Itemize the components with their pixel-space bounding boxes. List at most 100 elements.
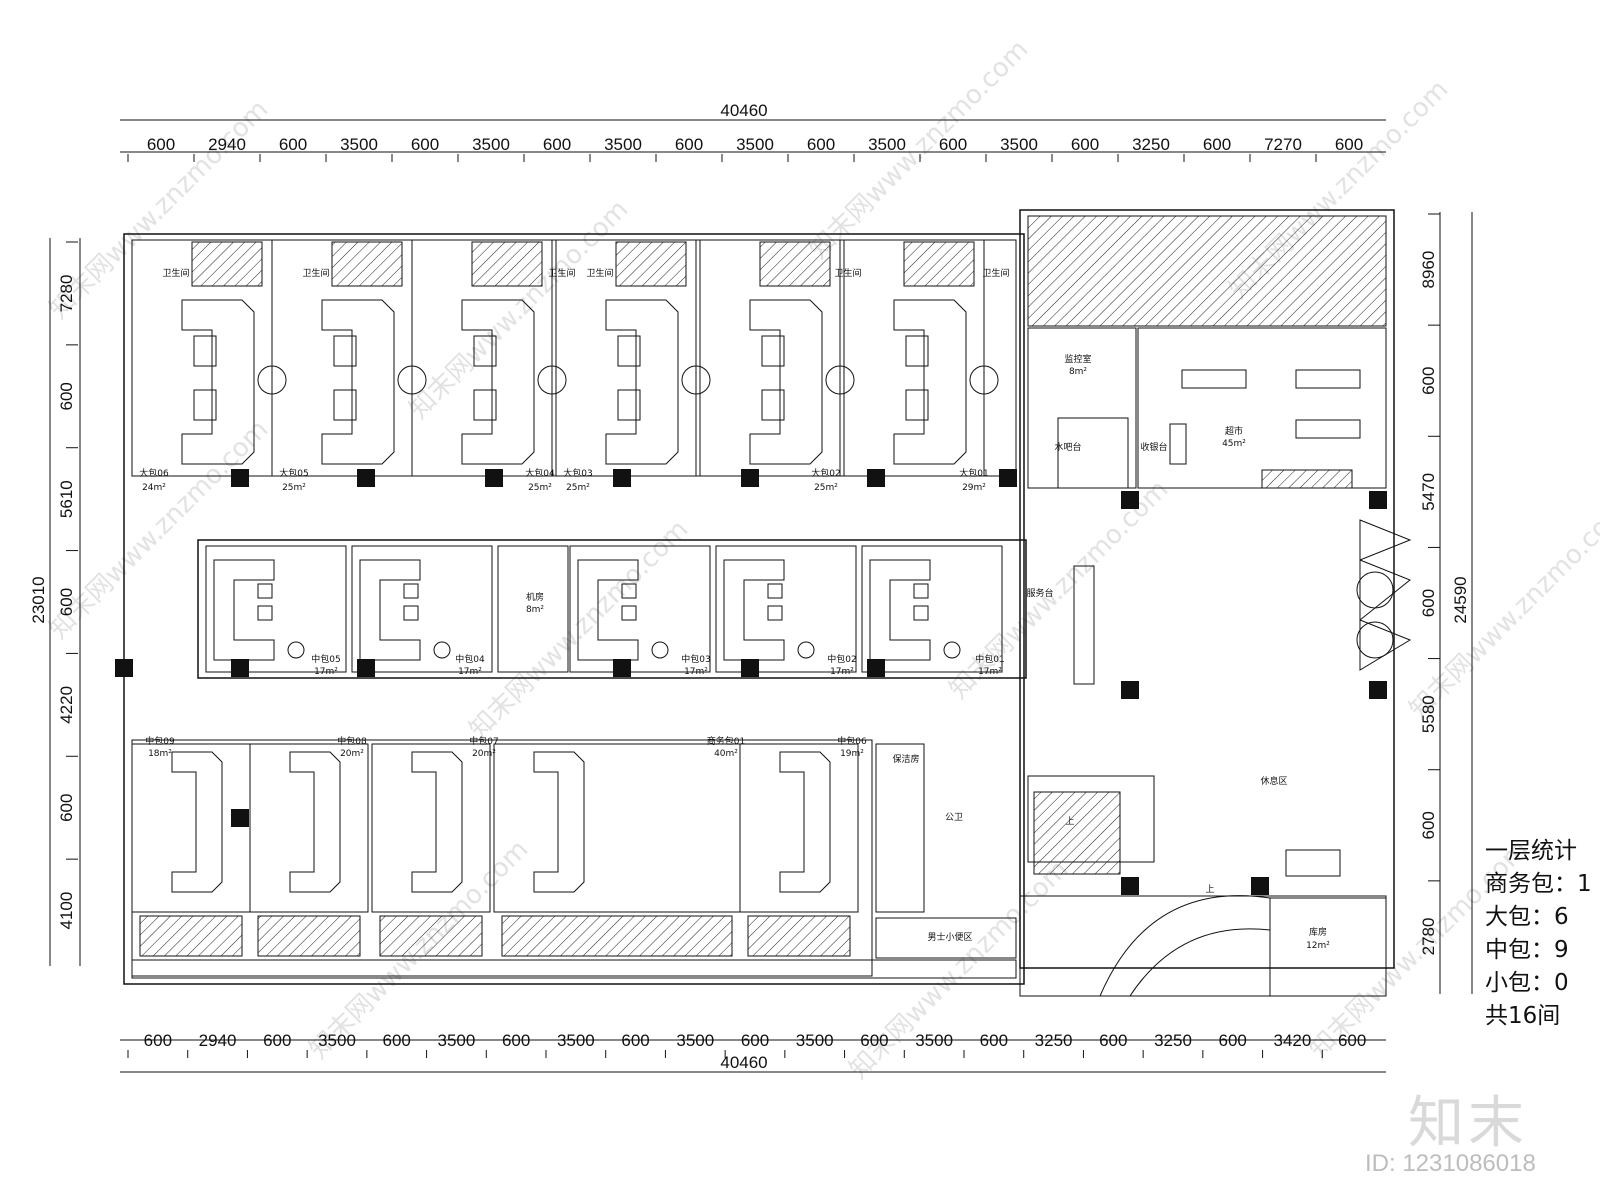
mid-room-name-2: 机房 (526, 591, 544, 603)
mid-room-area-1: 17m² (458, 667, 482, 677)
mid-room-area-2: 8m² (526, 605, 544, 615)
dim-top-0: 600 (147, 135, 175, 154)
column-1 (357, 469, 375, 487)
top-room-4 (699, 239, 841, 477)
dim-top-15: 3250 (1132, 135, 1170, 154)
dim-bottom-13: 3500 (915, 1031, 953, 1050)
column-5 (867, 469, 885, 487)
mid-room-name-5: 中包01 (975, 653, 1004, 665)
structural-columns (115, 469, 1387, 895)
dim-right-6: 2780 (1419, 918, 1438, 956)
toilet-label-top-2: 卫生间 (548, 267, 575, 279)
mid-room-area-4: 17m² (830, 667, 854, 677)
dim-top-3: 3500 (340, 135, 378, 154)
dim-top-2: 600 (279, 135, 307, 154)
dim-bottom-3: 3500 (318, 1031, 356, 1050)
bottom-room-area-4: 19m² (840, 749, 864, 759)
dim-bottom-17: 3250 (1154, 1031, 1192, 1050)
dim-top-11: 3500 (868, 135, 906, 154)
right-wing (1019, 327, 1412, 997)
supermarket-area: 45m² (1222, 439, 1246, 449)
mid-room-name-3: 中包03 (681, 653, 710, 665)
service-desk-label: 服务台 (1026, 587, 1053, 599)
bottom-room-1 (249, 743, 369, 913)
dim-bottom-1: 2940 (199, 1031, 237, 1050)
large-room-area-1: 25m² (282, 483, 306, 493)
stats-small: 小包：0 (1485, 970, 1569, 996)
mid-room-area-3: 17m² (684, 667, 708, 677)
building-walls (123, 209, 1395, 985)
dim-left-5: 600 (57, 794, 76, 822)
watermark-text-9: 知末网www.znzmo.com (844, 854, 1075, 1085)
cashier-label: 收银台 (1140, 441, 1167, 453)
toilet-label-top-5: 卫生间 (982, 267, 1009, 279)
dim-top-6: 600 (543, 135, 571, 154)
mid-room-3 (569, 545, 711, 673)
column-10 (613, 659, 631, 677)
dimension-lines (49, 119, 1473, 1073)
dim-bottom-0: 600 (144, 1031, 172, 1050)
monitor-room-area: 8m² (1069, 367, 1087, 377)
urinal-area-label: 男士小便区 (927, 931, 972, 943)
column-18 (1121, 877, 1139, 895)
bottom-room-area-0: 18m² (148, 749, 172, 759)
watermark-text-1: 知末网www.znzmo.com (404, 194, 635, 425)
column-13 (231, 809, 249, 827)
water-bar-label: 水吧台 (1054, 441, 1081, 453)
dim-left-1: 600 (57, 382, 76, 410)
top-room-2 (411, 239, 553, 477)
toilet-label-top-0: 卫生间 (162, 267, 189, 279)
stats-title: 一层统计 (1485, 838, 1577, 864)
mid-room-2 (497, 545, 569, 673)
dim-right-0: 8960 (1419, 251, 1438, 289)
bottom-room-name-2: 中包07 (469, 735, 498, 747)
dim-top-9: 3500 (736, 135, 774, 154)
large-room-area-5: 29m² (962, 483, 986, 493)
dim-bottom-18: 600 (1219, 1031, 1247, 1050)
column-14 (1121, 491, 1139, 509)
large-room-area-4: 25m² (814, 483, 838, 493)
dim-top-17: 7270 (1264, 135, 1302, 154)
column-4 (741, 469, 759, 487)
column-6 (999, 469, 1017, 487)
dim-left-4: 4220 (57, 686, 76, 724)
lounge-label: 休息区 (1260, 775, 1287, 787)
dim-top-8: 600 (675, 135, 703, 154)
up-label: 上 (1205, 884, 1214, 895)
bottom-room-4 (739, 743, 859, 913)
dim-right-2: 5470 (1419, 473, 1438, 511)
bottom-room-2 (371, 743, 491, 913)
dim-bottom-4: 600 (383, 1031, 411, 1050)
dim-top-7: 3500 (604, 135, 642, 154)
large-room-name-0: 大包06 (139, 467, 169, 479)
large-room-area-2: 25m² (528, 483, 552, 493)
dim-top-10: 600 (807, 135, 835, 154)
dim-bottom-7: 3500 (557, 1031, 595, 1050)
column-9 (357, 659, 375, 677)
column-7 (115, 659, 133, 677)
dim-bottom-16: 600 (1099, 1031, 1127, 1050)
supermarket-label: 超市 (1225, 425, 1243, 437)
dim-top-1: 2940 (208, 135, 246, 154)
stats-medium: 中包：9 (1485, 937, 1569, 963)
column-3 (613, 469, 631, 487)
large-room-name-1: 大包05 (279, 467, 308, 479)
dim-top-16: 600 (1203, 135, 1231, 154)
dim-top-13: 3500 (1000, 135, 1038, 154)
dim-bottom-6: 600 (502, 1031, 530, 1050)
stats-business: 商务包：1 (1485, 871, 1592, 897)
column-2 (485, 469, 503, 487)
dim-left-6: 4100 (57, 892, 76, 930)
mid-room-0 (205, 545, 347, 673)
dim-bottom-14: 600 (980, 1031, 1008, 1050)
column-12 (867, 659, 885, 677)
column-0 (231, 469, 249, 487)
dim-right-4: 5580 (1419, 695, 1438, 733)
dim-left-3: 600 (57, 588, 76, 616)
column-15 (1369, 491, 1387, 509)
top-room-5 (843, 239, 985, 477)
watermark-id: ID: 1231086018 (1365, 1150, 1536, 1177)
dim-bottom-2: 600 (263, 1031, 291, 1050)
cleaning-room-label: 保洁房 (892, 753, 919, 765)
